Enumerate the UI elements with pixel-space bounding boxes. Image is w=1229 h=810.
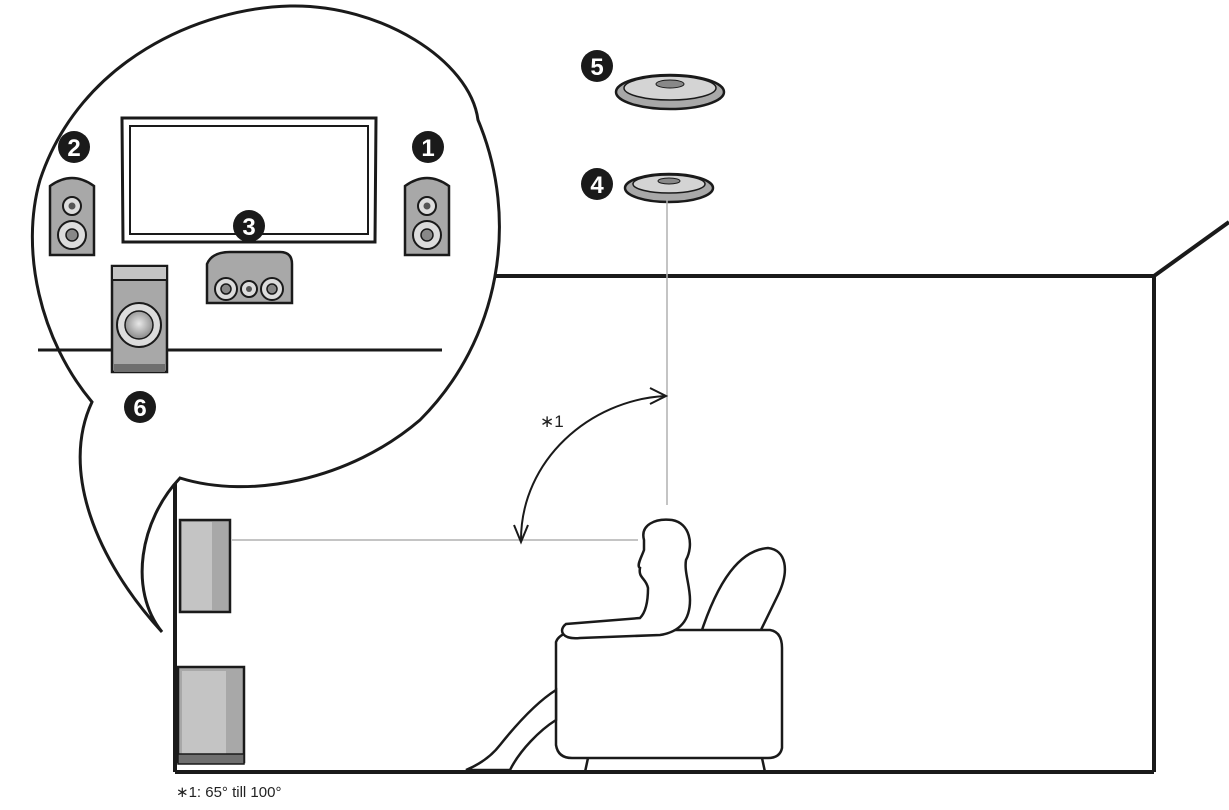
room-subwoofer-icon [176, 665, 246, 765]
center-speaker-icon [205, 250, 294, 305]
tv-icon [120, 116, 378, 244]
wall-front-speaker-icon [178, 518, 232, 614]
front-right-speaker-icon [403, 176, 451, 257]
subwoofer-icon [110, 264, 169, 374]
angle-arc [513, 387, 669, 545]
badge-2: 2 [58, 131, 90, 163]
svg-text:6: 6 [133, 395, 146, 422]
top-middle-ceiling-speaker-icon [623, 172, 715, 204]
svg-text:3: 3 [242, 214, 255, 241]
armchair-icon [554, 546, 786, 773]
svg-text:5: 5 [590, 54, 603, 81]
room-outline [173, 220, 1229, 774]
guide-lines [232, 200, 668, 541]
top-front-ceiling-speaker-icon [614, 73, 726, 111]
badge-5: 5 [581, 50, 613, 82]
front-left-speaker-icon [48, 176, 96, 257]
badge-6: 6 [124, 391, 156, 423]
angle-mark: ∗1 [540, 412, 564, 431]
badge-3: 3 [233, 210, 265, 242]
svg-text:1: 1 [421, 135, 434, 162]
svg-text:2: 2 [67, 135, 80, 162]
listener-icon [465, 518, 692, 772]
angle-footnote: ∗1: 65° till 100° [176, 784, 282, 801]
svg-text:4: 4 [590, 172, 604, 199]
badge-1: 1 [412, 131, 444, 163]
badge-4: 4 [581, 168, 613, 200]
zoom-bubble [30, 4, 501, 634]
